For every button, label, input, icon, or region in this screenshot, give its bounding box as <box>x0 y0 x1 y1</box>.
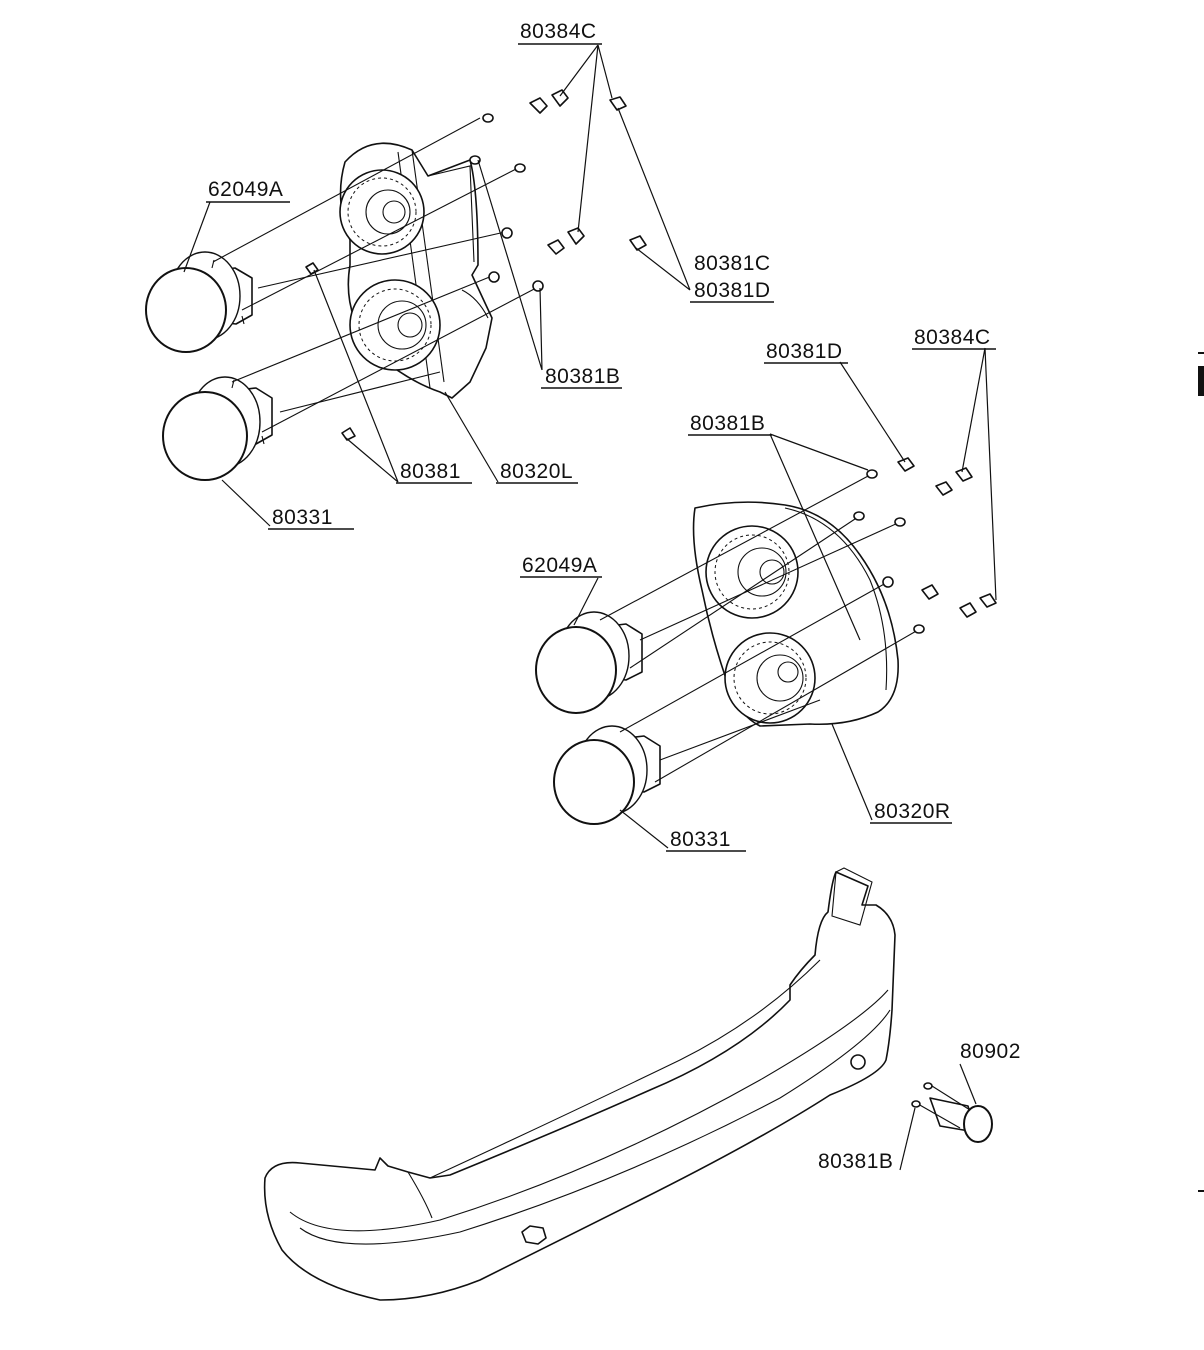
left-lower-bulb <box>162 376 273 481</box>
edge-marks <box>1198 352 1204 1192</box>
right-lower-bulb <box>553 725 661 825</box>
rear-bumper <box>263 867 896 1301</box>
label-80381b-bumper: 80381B <box>818 1150 893 1173</box>
right-tail-light-assembly <box>535 457 997 825</box>
label-80320r: 80320R <box>874 800 951 823</box>
right-upper-bulb <box>535 611 643 714</box>
left-upper-bulb <box>145 251 253 353</box>
left-lamp-housing <box>339 142 493 399</box>
left-tail-light-assembly <box>145 89 647 481</box>
label-80320l: 80320L <box>500 460 573 483</box>
label-80384c-top: 80384C <box>520 20 597 43</box>
left-explode-lines <box>212 117 539 433</box>
label-80381c: 80381C <box>694 252 771 275</box>
label-80381b-left: 80381B <box>545 365 620 388</box>
label-80381: 80381 <box>400 460 461 483</box>
label-80331-left: 80331 <box>272 506 333 529</box>
right-fasteners <box>853 457 997 634</box>
label-80381d-left: 80381D <box>694 279 771 302</box>
label-62049a-right: 62049A <box>522 554 597 577</box>
label-80331-right: 80331 <box>670 828 731 851</box>
label-62049a-left: 62049A <box>208 178 283 201</box>
label-80902: 80902 <box>960 1040 1021 1063</box>
label-80381b-right: 80381B <box>690 412 765 435</box>
label-80381d-right: 80381D <box>766 340 843 363</box>
part-labels: 80384C 62049A 80381C 80381D 80381B 80381… <box>206 20 1021 1173</box>
label-80384c-right: 80384C <box>914 326 991 349</box>
leader-lines <box>183 44 997 1171</box>
right-explode-lines <box>599 474 919 783</box>
right-lamp-housing <box>692 501 899 727</box>
plate-lamp-assembly <box>911 1082 993 1143</box>
